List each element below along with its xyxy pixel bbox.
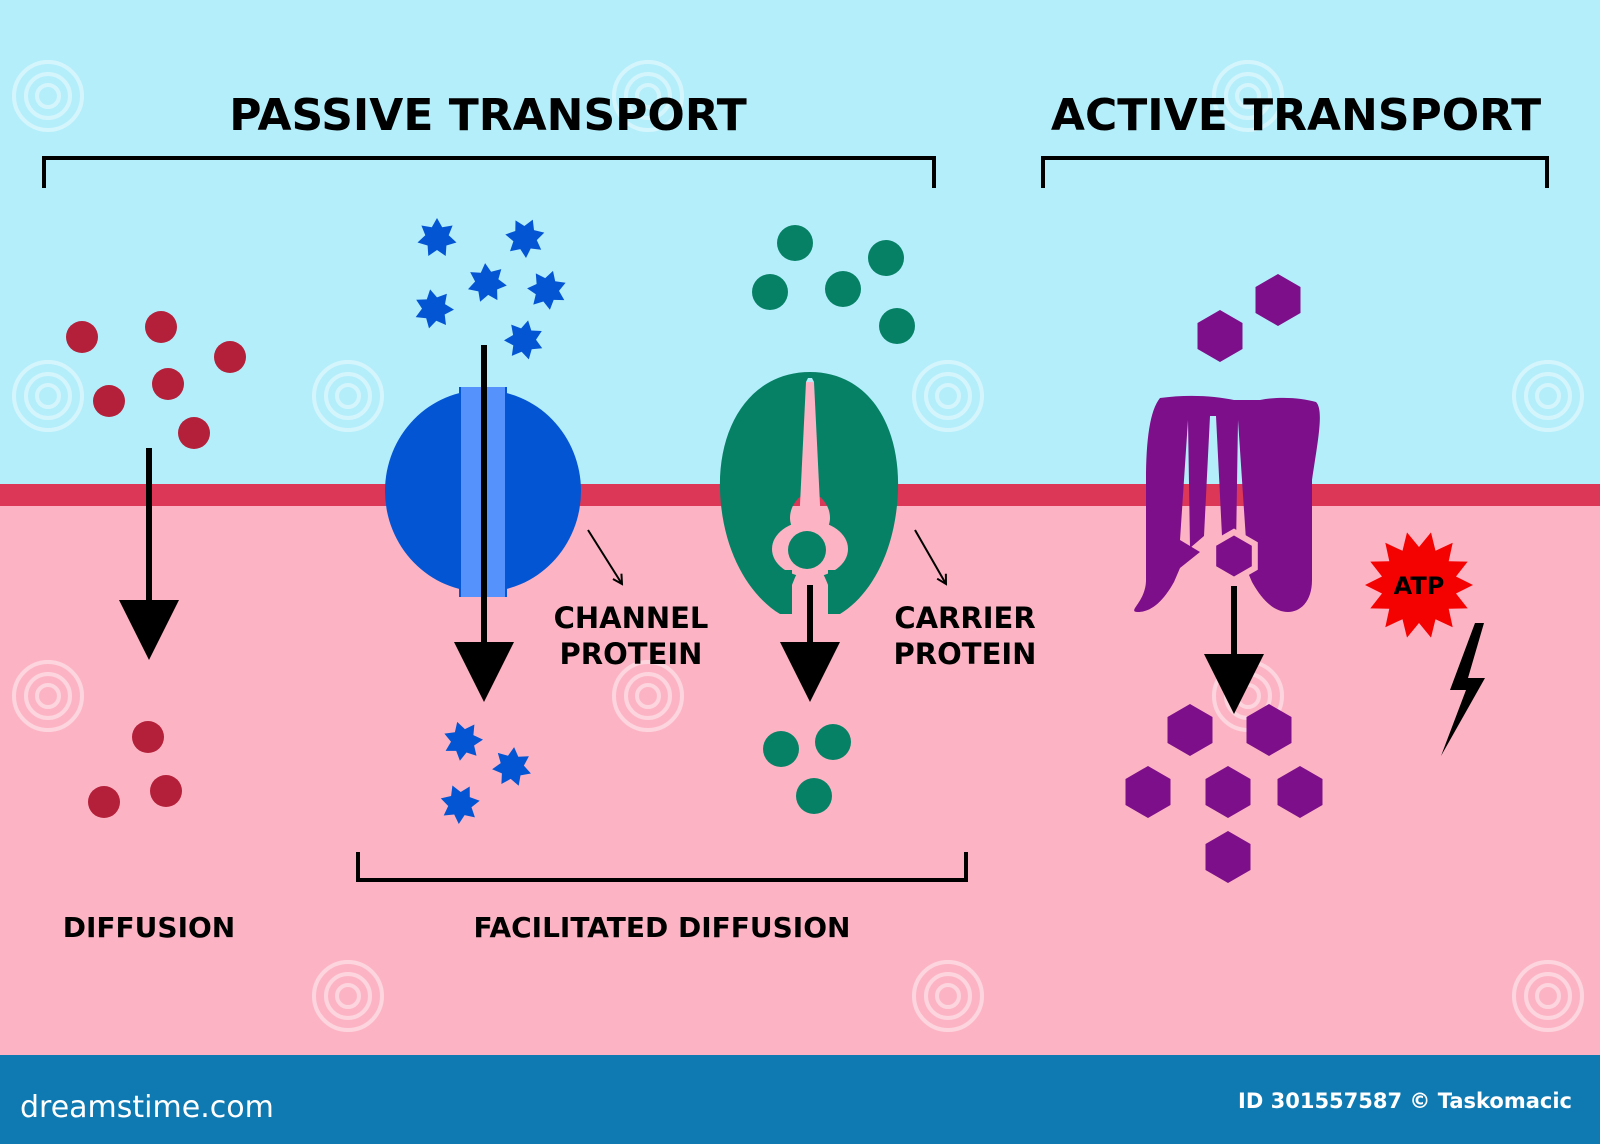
watermark-spiral-icon bbox=[1512, 960, 1584, 1032]
watermark-spiral-icon bbox=[912, 360, 984, 432]
carrier-bound-particle bbox=[788, 531, 826, 569]
pump-particle bbox=[1197, 310, 1243, 362]
watermark-spiral-icon bbox=[1212, 60, 1284, 132]
channel-particle bbox=[417, 218, 457, 256]
carrier-protein bbox=[719, 372, 899, 614]
carrier-pointer-arrow bbox=[914, 529, 946, 584]
watermark-spiral-icon bbox=[312, 960, 384, 1032]
carrier-binding-pocket-top bbox=[799, 382, 821, 525]
pump-particle bbox=[1210, 528, 1258, 584]
carrier-lower-gap-right bbox=[828, 570, 840, 614]
watermark-spiral-icon bbox=[612, 60, 684, 132]
watermark-spiral-icon bbox=[312, 360, 384, 432]
channel-label-line1: CHANNEL bbox=[554, 601, 709, 635]
watermark-spiral-icon bbox=[612, 660, 684, 732]
channel-particles bbox=[415, 218, 566, 824]
carrier-particle bbox=[825, 271, 861, 307]
pump-particles bbox=[1125, 274, 1323, 883]
diffusion-particle bbox=[178, 417, 210, 449]
diffusion-particle bbox=[66, 321, 98, 353]
diffusion-particle bbox=[88, 786, 120, 818]
carrier-label-line1: CARRIER bbox=[894, 601, 1035, 635]
carrier-particle bbox=[752, 274, 788, 310]
passive-transport-heading: PASSIVE TRANSPORT bbox=[229, 90, 747, 141]
footer-bar bbox=[0, 1055, 1600, 1144]
carrier-particle bbox=[879, 308, 915, 344]
pump-particle bbox=[1277, 766, 1323, 818]
pump-particle bbox=[1205, 766, 1251, 818]
diffusion-particle bbox=[214, 341, 246, 373]
carrier-particles-inside bbox=[763, 724, 851, 814]
watermark-spiral-icon bbox=[1512, 360, 1584, 432]
carrier-lower-gap-left bbox=[780, 570, 792, 614]
diffusion-particle bbox=[145, 311, 177, 343]
diffusion-particles-inside bbox=[88, 721, 182, 818]
atp-burst: ATP bbox=[1365, 532, 1473, 638]
passive-transport-bracket bbox=[42, 156, 936, 188]
channel-particle bbox=[440, 785, 480, 824]
diffusion-particle bbox=[150, 775, 182, 807]
pump-particle bbox=[1125, 766, 1171, 818]
channel-particle bbox=[504, 320, 543, 360]
diffusion-particle bbox=[132, 721, 164, 753]
channel-particle bbox=[492, 747, 531, 786]
channel-particle bbox=[505, 219, 545, 258]
pump-protein bbox=[1134, 395, 1320, 612]
footer-credit: ID 301557587 © Taskomacic bbox=[1238, 1089, 1572, 1113]
pump-particle bbox=[1246, 704, 1292, 756]
watermark-spiral-icon bbox=[12, 360, 84, 432]
diffusion-label: DIFFUSION bbox=[63, 911, 235, 944]
pump-protein-body bbox=[1134, 395, 1320, 612]
watermark-spiral-icon bbox=[12, 60, 84, 132]
carrier-particle bbox=[815, 724, 851, 760]
diffusion-particles-outside bbox=[66, 311, 246, 449]
atp-starburst-icon bbox=[1365, 532, 1473, 638]
atp-label: ATP bbox=[1394, 572, 1445, 600]
diffusion-particle bbox=[152, 368, 184, 400]
lightning-bolt-icon bbox=[1441, 623, 1485, 756]
carrier-particle bbox=[777, 225, 813, 261]
watermark-spiral-icon bbox=[12, 660, 84, 732]
active-transport-heading: ACTIVE TRANSPORT bbox=[1051, 90, 1541, 141]
carrier-particle bbox=[763, 731, 799, 767]
footer-brand[interactable]: dreamstime.com bbox=[20, 1090, 274, 1125]
carrier-particle bbox=[796, 778, 832, 814]
carrier-label-line2: PROTEIN bbox=[894, 637, 1037, 671]
carrier-protein-body bbox=[719, 372, 899, 614]
facilitated-diffusion-bracket bbox=[356, 852, 968, 882]
channel-particle bbox=[444, 721, 483, 761]
channel-label-line2: PROTEIN bbox=[560, 637, 703, 671]
pump-particle bbox=[1167, 704, 1213, 756]
channel-particle bbox=[527, 270, 566, 310]
facilitated-diffusion-label: FACILITATED DIFFUSION bbox=[474, 911, 851, 944]
active-transport-bracket bbox=[1041, 156, 1549, 188]
carrier-particle bbox=[868, 240, 904, 276]
pump-particle bbox=[1205, 831, 1251, 883]
channel-pointer-arrow bbox=[587, 529, 622, 584]
channel-particle bbox=[415, 289, 454, 329]
channel-particle bbox=[468, 263, 507, 302]
carrier-particles-outside bbox=[752, 225, 915, 344]
pump-particle bbox=[1255, 274, 1301, 326]
diffusion-particle bbox=[93, 385, 125, 417]
watermark-spiral-icon bbox=[912, 960, 984, 1032]
